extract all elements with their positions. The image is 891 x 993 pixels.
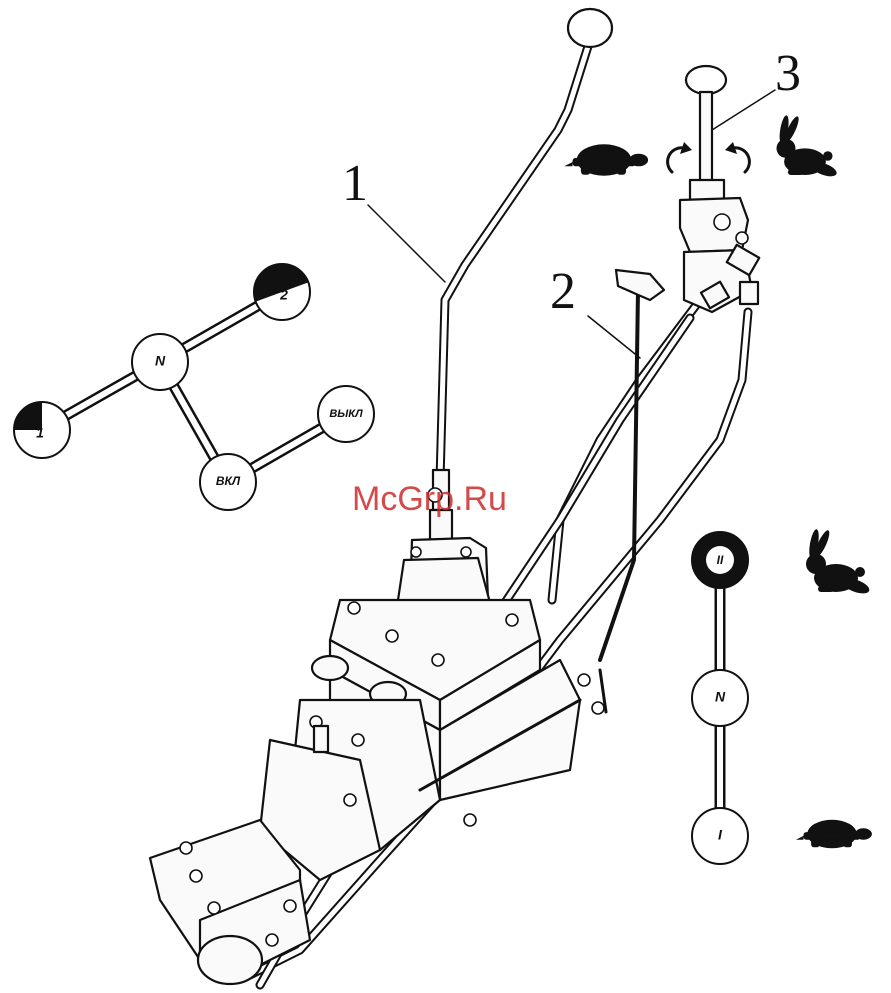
position-first-label: 1 <box>36 425 44 441</box>
turtle-icon <box>796 820 872 849</box>
position-neutral-label: N <box>155 353 166 369</box>
range-position-neutral-label: N <box>715 689 726 705</box>
rabbit-icon <box>777 115 839 179</box>
position-engaged-label: ВКЛ <box>216 474 241 488</box>
rotate-ccw-arrow-icon <box>668 142 692 172</box>
watermark: McGrp.Ru <box>352 480 507 518</box>
position-disengaged: ВЫКЛ <box>318 386 374 442</box>
position-first: 1 <box>14 402 70 458</box>
position-neutral: N <box>132 334 188 390</box>
range-shift-scheme: II N I <box>692 529 872 864</box>
position-engaged: ВКЛ <box>200 454 256 510</box>
position-second-label: 2 <box>279 287 288 303</box>
turtle-icon <box>564 144 648 176</box>
scheme-paths <box>44 292 346 482</box>
gearbox-shift-scheme: 1 N 2 ВКЛ ВЫКЛ <box>14 256 374 510</box>
callout-2: 2 <box>550 263 576 320</box>
callout-1: 1 <box>342 155 368 212</box>
callout-3: 3 <box>775 45 801 102</box>
rabbit-icon <box>806 529 871 597</box>
range-lever <box>600 270 664 660</box>
range-position-high: II <box>692 532 748 588</box>
range-position-low: I <box>692 808 748 864</box>
range-position-neutral: N <box>692 670 748 726</box>
transfer-lever-housing <box>680 66 759 312</box>
range-position-high-label: II <box>717 553 724 567</box>
position-disengaged-label: ВЫКЛ <box>329 408 363 420</box>
lever-knob <box>568 9 612 47</box>
rotate-cw-arrow-icon <box>725 142 749 172</box>
